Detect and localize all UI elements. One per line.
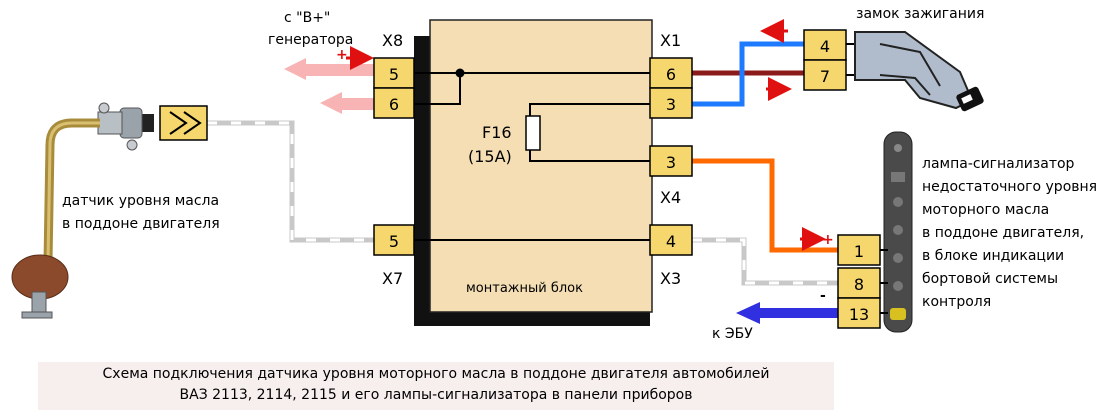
pin-x1-3: 3 (666, 95, 676, 114)
generator-arrows (284, 58, 374, 114)
connector-ignition: 4 7 (803, 29, 847, 91)
lamp-desc-line: недостаточного уровня (922, 179, 1097, 195)
lamp-desc-line: в поддоне двигателя, (922, 225, 1084, 241)
indicator-panel-image (880, 131, 913, 333)
connector-x8: 5 6 (373, 57, 415, 119)
fuse-symbol (525, 115, 541, 151)
label-x8: X8 (382, 31, 403, 50)
label-x3: X3 (660, 269, 681, 288)
fuse-label: F16 (482, 123, 512, 142)
pin-ign-4: 4 (820, 37, 830, 56)
connector-x7: 5 (373, 224, 415, 256)
oil-sensor-label-1: датчик уровня масла (62, 193, 219, 209)
pin-x4-3: 3 (666, 153, 676, 172)
pin-x8-6: 6 (389, 95, 399, 114)
ignition-switch-label: замок зажигания (856, 6, 984, 22)
connector-x4: 3 (649, 145, 693, 177)
pin-x1-6: 6 (666, 65, 676, 84)
pin-panel-13: 13 (849, 305, 869, 324)
wire-gray (207, 120, 838, 286)
mounting-block (412, 19, 653, 326)
pin-ign-7: 7 (820, 67, 830, 86)
current-arrows (346, 19, 826, 251)
plus-sign-2: + (822, 232, 834, 248)
label-x1: X1 (660, 31, 681, 50)
oil-sensor-label-2: в поддоне двигателя (62, 216, 220, 232)
lamp-description: лампа-сигнализатор недостаточного уровня… (922, 156, 1097, 310)
lamp-desc-line: контроля (922, 294, 991, 310)
minus-sign: - (820, 288, 826, 304)
connector-x1: 6 3 (649, 57, 693, 119)
lamp-desc-line: лампа-сигнализатор (922, 156, 1075, 172)
caption-line-1: Схема подключения датчика уровня моторно… (102, 366, 770, 382)
pin-panel-8: 8 (854, 275, 864, 294)
mounting-block-label: монтажный блок (466, 281, 583, 296)
lamp-desc-line: моторного масла (922, 202, 1049, 218)
lamp-desc-line: бортовой системы (922, 271, 1058, 287)
label-x7: X7 (382, 269, 403, 288)
ecu-label: к ЭБУ (712, 326, 753, 342)
oil-sensor-image (11, 102, 154, 319)
wire-orange (692, 158, 838, 253)
pin-x3-4: 4 (666, 232, 676, 251)
pin-x7-5: 5 (389, 232, 399, 251)
sensor-plug (159, 105, 208, 141)
caption-line-2: ВАЗ 2113, 2114, 2115 и его лампы-сигнали… (179, 387, 693, 403)
label-x4: X4 (660, 188, 681, 207)
plus-sign-1: + (336, 47, 348, 63)
pin-x8-5: 5 (389, 65, 399, 84)
connector-x3: 4 (649, 224, 693, 256)
generator-label-2: генератора (268, 32, 353, 48)
pin-panel-1: 1 (854, 242, 864, 261)
caption: Схема подключения датчика уровня моторно… (38, 362, 834, 410)
wire-blue (692, 41, 804, 107)
generator-label-1: с "В+" (284, 10, 330, 26)
ecu-arrow (736, 302, 838, 324)
connector-panel: 1 8 13 (837, 234, 881, 329)
lamp-desc-line: в блоке индикации (922, 248, 1064, 264)
fuse-rating: (15А) (468, 147, 512, 166)
ignition-switch-image (846, 31, 984, 112)
